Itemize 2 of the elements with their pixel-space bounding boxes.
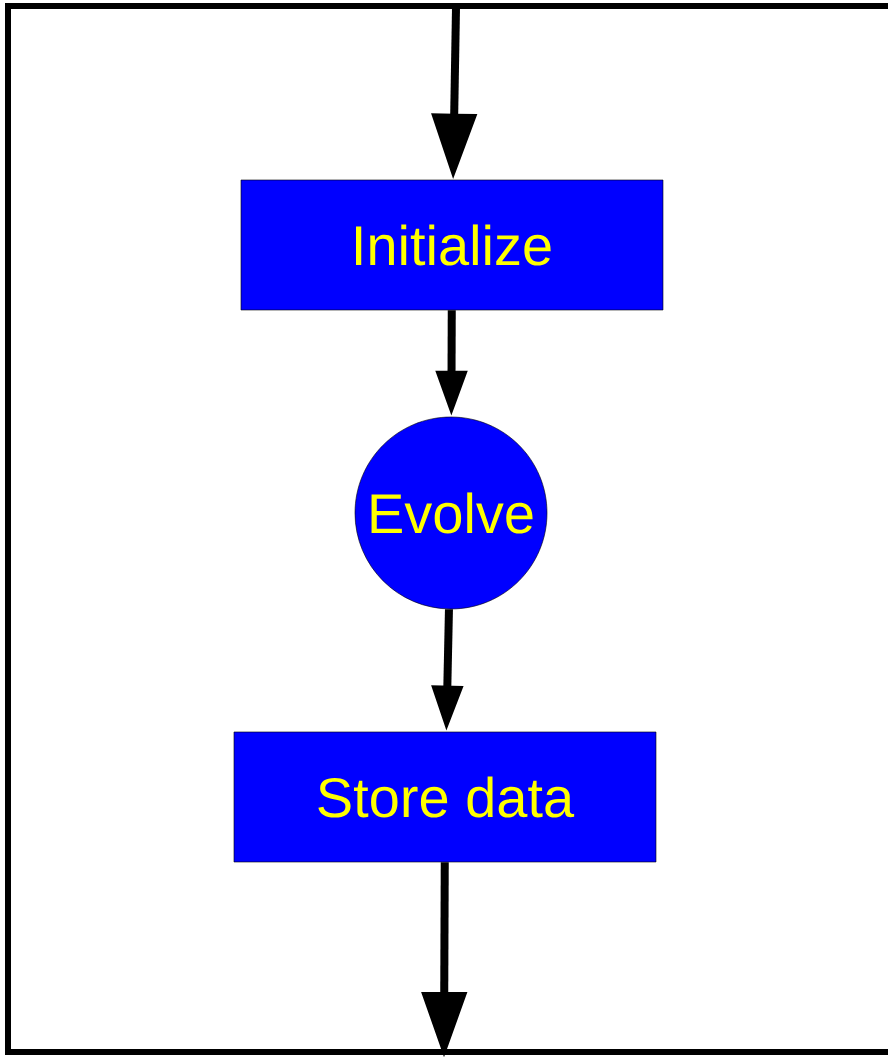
process-box: Store data [233,731,657,863]
process-box: Initialize [240,179,664,311]
